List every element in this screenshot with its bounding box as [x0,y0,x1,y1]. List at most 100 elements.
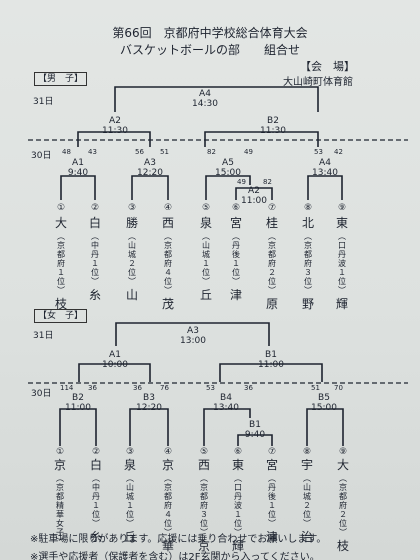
team-name-bottom: 輝 [231,539,244,553]
team-name-top: 西 [197,458,210,472]
tournament-title: 第66回 京都府中学校総合体育大会 [112,26,308,40]
girls-day-31: 31日 [33,331,54,341]
score: 36 [244,384,253,392]
team-name-top: 宮 [265,458,278,472]
game-code: A2 [109,116,121,126]
team-name-top: 東 [335,216,348,230]
game-code: B1 [249,420,261,430]
girls-r1-game: B3 12:20 [124,393,174,413]
game-time: 13:40 [312,168,338,178]
game-code: B5 [318,393,330,403]
team-entry: 京 ︵京都精華女子︶ [53,458,67,548]
boys-r1-a3-line [131,175,169,200]
score: 76 [160,384,169,392]
girls-semi-right-game: B1 11:00 [246,350,296,370]
seed-number: ⑦ [267,447,277,457]
seed-number: ⑨ [338,447,348,457]
boys-r1-game: A4 13:40 [300,158,350,178]
boys-semi-right-game: B2 11:30 [248,116,298,136]
team-name-bottom: 治 [300,530,313,544]
score: 49 [244,148,253,156]
team-name-top: 泉 [199,216,212,230]
seed-number: ① [55,447,65,457]
girls-r1-b3-line [129,408,169,446]
team-name-top: 西 [161,216,174,230]
seed-number: ⑨ [337,203,347,213]
team-name-top: 白 [89,458,102,472]
seed-number: ④ [163,203,173,213]
game-code: A5 [222,158,234,168]
score: 114 [60,384,74,392]
score: 56 [135,148,144,156]
score: 42 [334,148,343,156]
score: 53 [314,148,323,156]
seed-number: ⑥ [231,203,241,213]
team-name-bottom: 丘 [123,530,136,544]
team-name-top: 大 [54,216,67,230]
girls-r1-b2-line [59,408,97,446]
seed-number: ③ [127,203,137,213]
seed-number: ③ [125,447,135,457]
boys-section-label: 【男 子】 [34,72,88,86]
game-code: A3 [187,326,199,336]
boys-r1-a4-line [307,175,343,200]
team-name-top: 桂 [265,216,278,230]
seed-number: ② [91,447,101,457]
game-time: 13:40 [213,403,239,413]
boys-prelim-line [235,187,273,200]
team-name-bottom: 原 [265,297,278,311]
team-name-bottom: 津 [265,530,278,544]
team-name-top: 北 [301,216,314,230]
game-code: A2 [248,186,260,196]
boys-final-line [114,86,319,112]
team-name-bottom: 丘 [199,288,212,302]
game-time: 13:00 [180,336,206,346]
game-code: A1 [109,350,121,360]
girls-semi-left-game: A1 10:00 [90,350,140,370]
girls-prelim-line [237,434,273,446]
score: 43 [88,148,97,156]
score: 70 [334,384,343,392]
game-code: A1 [72,158,84,168]
team-name-bottom: 茂 [161,297,174,311]
team-qualifier: ︵京都精華女子︶ [56,474,64,546]
seed-number: ⑧ [303,203,313,213]
game-time: 11:30 [102,126,128,136]
game-code: B3 [143,393,155,403]
boys-prelim-game: A2 11:00 [229,186,279,206]
seed-number: ⑦ [267,203,277,213]
boys-r1-a5-line [205,175,251,200]
score: 36 [88,384,97,392]
girls-final-line [115,322,270,346]
team-name-top: 泉 [123,458,136,472]
game-time: 11:30 [260,126,286,136]
game-code: A4 [199,89,211,99]
score: 82 [263,178,272,186]
game-code: A3 [144,158,156,168]
game-code: B1 [265,350,277,360]
team-name-bottom: 山 [125,288,138,302]
girls-section-label: 【女 子】 [34,309,88,323]
girls-day-30: 30日 [31,389,52,399]
score: 53 [206,384,215,392]
game-time: 11:00 [241,196,267,206]
girls-semi-right-line [219,363,323,382]
team-name-top: 宇 [300,458,313,472]
seed-number: ① [56,203,66,213]
